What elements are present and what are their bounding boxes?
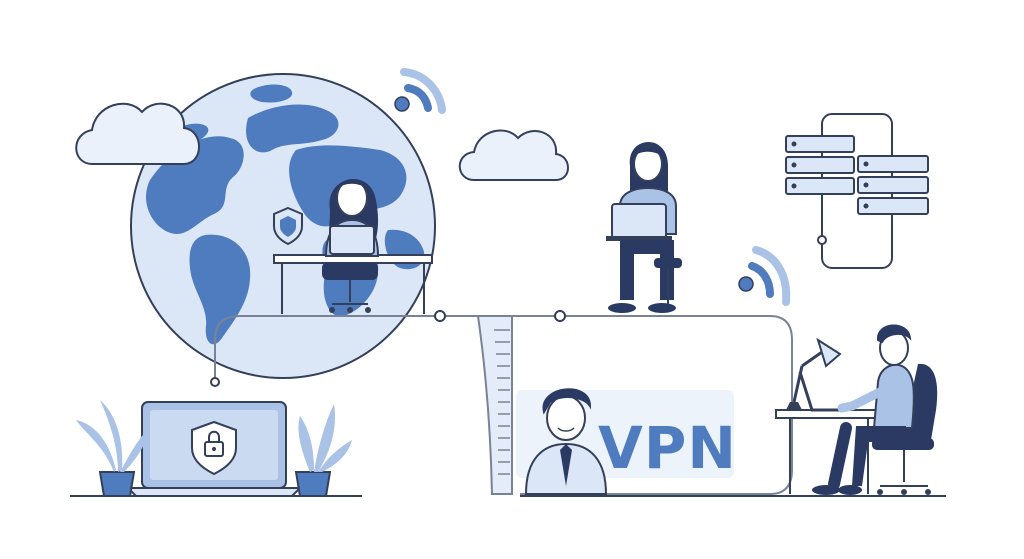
- vpn-label: VPN: [598, 414, 737, 482]
- connection-node: [210, 310, 566, 387]
- person-woman-laptop: [606, 141, 682, 313]
- cloud-icon: [458, 129, 569, 181]
- lock-icon: [191, 420, 237, 476]
- cloud-icon: [75, 102, 200, 165]
- person-man-desk: [775, 324, 938, 495]
- plant-icon: [294, 404, 352, 497]
- person-woman-desk: [273, 178, 433, 314]
- person-man-vpn: [524, 388, 608, 495]
- wifi-icon: [394, 68, 446, 114]
- network-connections: [214, 315, 793, 495]
- server-icon: [785, 113, 929, 269]
- wifi-icon: [738, 246, 791, 306]
- plant-icon: [76, 400, 150, 497]
- vpn-tunnel: [476, 315, 513, 495]
- shield-icon: [273, 206, 303, 246]
- desk-lamp-icon: [786, 337, 842, 410]
